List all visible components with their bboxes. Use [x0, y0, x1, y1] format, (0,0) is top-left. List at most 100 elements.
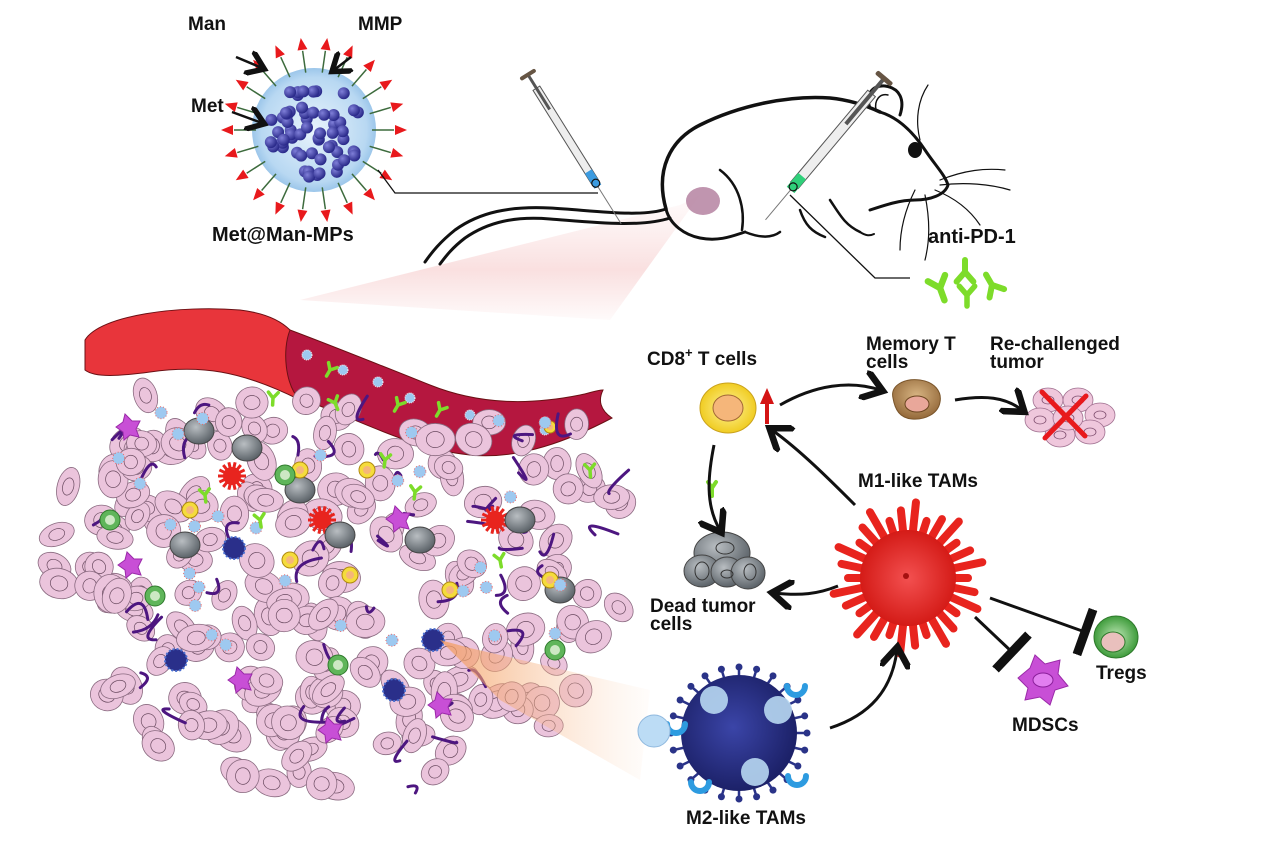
tumor-nanoparticle [391, 474, 405, 488]
vessel-nanoparticle [301, 349, 313, 361]
met-core [347, 104, 360, 117]
tumor-cell-nucleus [320, 682, 337, 697]
met-core [313, 167, 326, 180]
met-core [336, 125, 349, 138]
m2-receptor-tip [735, 795, 743, 803]
m2-receptor-tip [794, 696, 802, 704]
met-core [296, 101, 309, 114]
peg-linker [351, 173, 367, 191]
m2-receptor-tip [669, 746, 677, 754]
mannose-ligand [297, 37, 308, 51]
nanoparticle-illustration [221, 37, 407, 223]
mannose-ligand [235, 79, 249, 91]
vessel-nanoparticle [404, 392, 416, 404]
m2-tam-small [222, 536, 246, 560]
peg-linker [362, 86, 382, 100]
label-tregs: Tregs [1096, 663, 1147, 684]
tumor-nanoparticle [538, 416, 552, 430]
antibody-shape [266, 390, 280, 407]
antibody-shape [953, 256, 977, 285]
connector-syringe-to-antibody [789, 194, 910, 279]
tumor-cell [207, 430, 233, 461]
collagen-fiber [406, 784, 419, 795]
label-cd8-t-cells: CD8+ T cells [647, 346, 757, 370]
syringe-nanoparticle [519, 68, 622, 225]
tumor-cell [572, 579, 602, 609]
connector-particle-to-syringe [377, 169, 598, 194]
tumor-cell-nucleus [356, 613, 375, 631]
tumor-cell-nucleus [318, 425, 332, 441]
m2-receptor-tip [769, 786, 777, 794]
collagen-fiber [494, 573, 507, 597]
tumor-cell-nucleus [411, 655, 428, 672]
tumor-cell-nucleus [184, 718, 199, 733]
tumor-nanoparticle [492, 414, 506, 428]
tumor-nanoparticle [112, 451, 126, 465]
anti-pd1-antibodies [924, 256, 1008, 309]
antibody-icon [266, 390, 280, 407]
tumor-cell [275, 507, 312, 538]
tumor-cell-nucleus [105, 470, 121, 488]
m2-receptor-tip [801, 712, 809, 720]
tumor-nanoparticle [192, 580, 206, 594]
tumor-nanoparticle [205, 628, 219, 642]
mannose-ligand [221, 125, 233, 135]
mannose-ligand [390, 148, 404, 158]
tumor-tissue [37, 377, 637, 801]
mouse-eye [908, 142, 922, 158]
label-rechallenged-line2: tumor [990, 352, 1044, 373]
tumor-cell-nucleus [257, 493, 275, 507]
mannose-ligand [343, 201, 353, 215]
tumor-cell-nucleus [187, 630, 206, 646]
mannose-ligand [390, 102, 404, 112]
tumor-cell-nucleus [341, 441, 357, 458]
tumor-cell-nucleus [49, 575, 69, 592]
tumor-cell [132, 377, 159, 414]
label-memory-line1: Memory T [866, 334, 956, 355]
tumor-cell-nucleus [123, 454, 138, 470]
met-core [295, 149, 308, 162]
peg-linker [237, 145, 259, 154]
cd8-t-cell [699, 382, 757, 434]
tumor-cell-nucleus [109, 587, 125, 605]
mannose-ligand [253, 187, 265, 201]
antibody-icon [326, 394, 340, 412]
tumor-cell [235, 386, 269, 419]
dead-cell-small [231, 434, 263, 462]
tumor-nanoparticle [456, 584, 470, 598]
antibody-shape [379, 452, 393, 469]
tumor-nanoparticle [405, 425, 419, 439]
tumor-nanoparticle [278, 574, 292, 588]
m2-receptor-tip [753, 665, 761, 673]
collagen-fiber [298, 705, 328, 724]
tumor-cell [506, 566, 541, 601]
met-core [326, 126, 339, 139]
m2-body [681, 675, 797, 791]
met-core [348, 149, 361, 162]
tumor-cell-nucleus [150, 738, 167, 754]
tumor-cell [341, 483, 375, 510]
mannose-ligand [275, 201, 285, 215]
tumor-cell-nucleus [238, 615, 252, 632]
antibody-icon [492, 551, 506, 569]
tumor-cell [312, 674, 345, 705]
tumor-nanoparticle [548, 627, 562, 641]
mdsc-small [115, 413, 141, 441]
tumor-cell-nucleus [164, 498, 183, 515]
collagen-fiber [294, 556, 323, 583]
tumor-cell-nucleus [611, 600, 626, 615]
label-mdscs: MDSCs [1012, 715, 1079, 736]
mouse-illustration [423, 84, 1011, 266]
tumor-cell [245, 633, 276, 661]
met-core [297, 85, 310, 98]
met-core [318, 108, 331, 121]
m2-tam-small [382, 678, 406, 702]
tumor-cell [100, 673, 136, 700]
peg-linker [280, 182, 291, 204]
tumor-cell-nucleus [213, 438, 227, 453]
tumor-nanoparticle [503, 490, 517, 504]
peg-linker [261, 69, 277, 87]
tumor-cell-nucleus [350, 490, 366, 504]
collagen-fiber [364, 605, 376, 614]
antibody-shape [982, 271, 1008, 301]
